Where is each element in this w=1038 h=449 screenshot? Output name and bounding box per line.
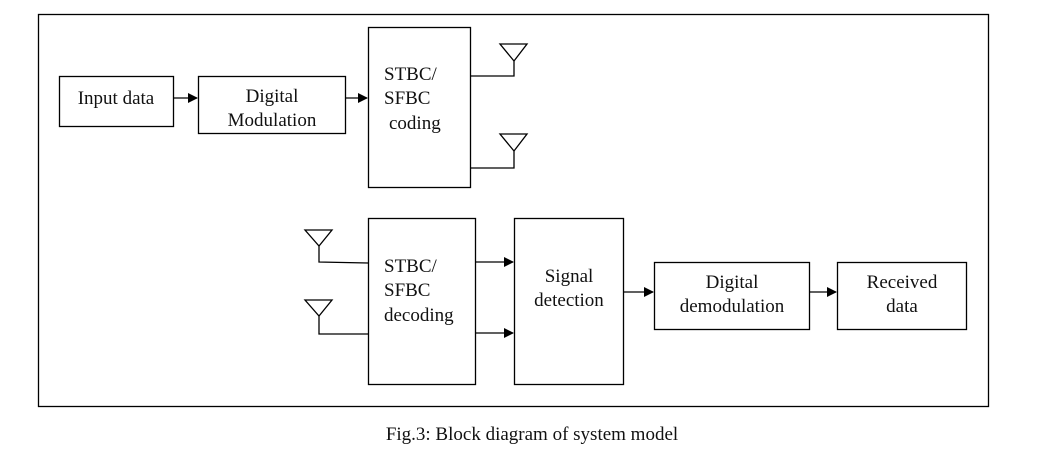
block-received-data: Received data [836, 261, 968, 331]
block-label-line-1: STBC/ [384, 64, 438, 85]
antenna-icon [498, 43, 529, 63]
block-stbc-coding: STBC/ SFBC coding [367, 26, 472, 189]
block-input-data: Input data [58, 75, 175, 128]
block-label-line-2: demodulation [680, 296, 785, 317]
block-label-line-3: coding [389, 113, 441, 134]
block-stbc-decoding: STBC/ SFBC decoding [367, 217, 477, 386]
block-label-line-1: Signal [545, 266, 594, 287]
antenna-icon [498, 133, 529, 153]
block-label: Input data [78, 88, 155, 109]
block-label-line-2: SFBC [384, 280, 430, 301]
antenna-icon [303, 229, 334, 248]
figure-caption: Fig.3: Block diagram of system model [386, 424, 678, 445]
rx-antenna-1 [303, 229, 369, 264]
tx-antenna-1 [470, 43, 529, 77]
block-label-line-2: SFBC [384, 88, 430, 109]
block-label-line-2: data [886, 296, 918, 317]
antenna-icon [303, 299, 334, 318]
block-label-line-1: Received [867, 272, 938, 293]
block-digital-demodulation: Digital demodulation [653, 261, 811, 331]
block-label-line-2: Modulation [228, 110, 317, 131]
tx-antenna-2 [470, 133, 529, 169]
rx-antenna-2 [303, 299, 368, 335]
diagram-frame [37, 13, 990, 408]
block-signal-detection: Signal detection [513, 217, 625, 386]
block-label-line-2: detection [534, 290, 604, 311]
block-digital-modulation: Digital Modulation [197, 75, 347, 135]
block-label-line-1: Digital [706, 272, 759, 293]
block-label-line-1: Digital [246, 86, 299, 107]
block-label-line-3: decoding [384, 305, 454, 326]
block-label-line-1: STBC/ [384, 256, 438, 277]
